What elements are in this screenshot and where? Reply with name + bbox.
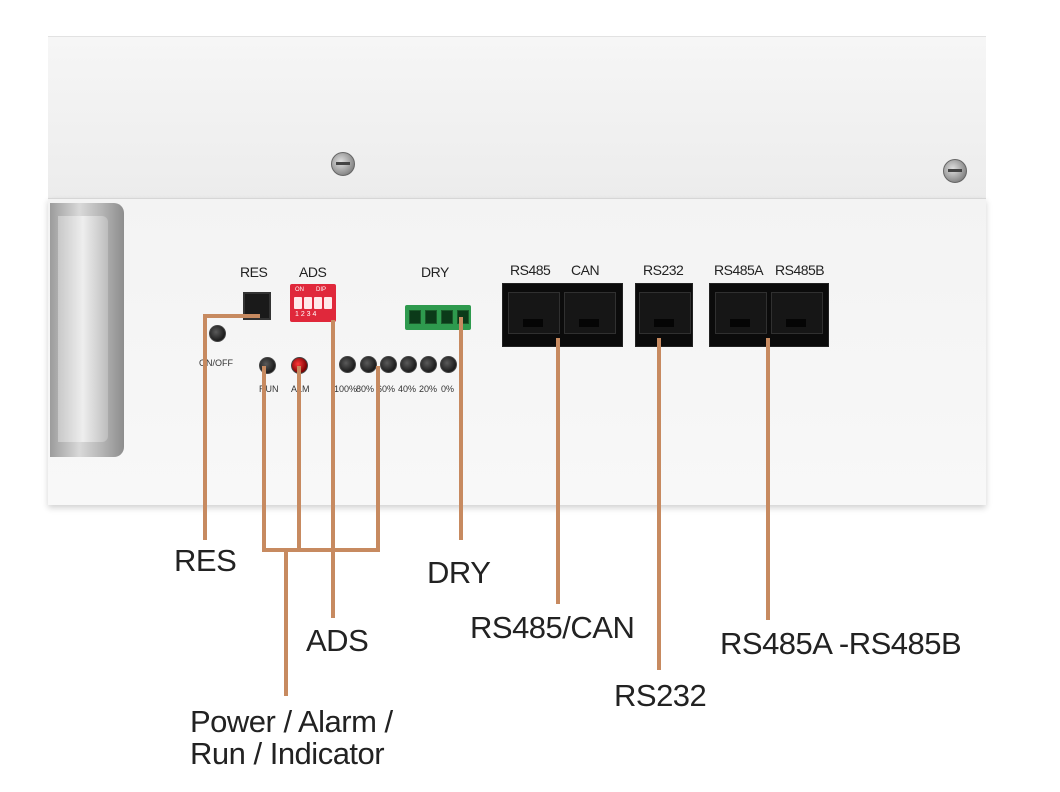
soc-label: 100% [334, 384, 358, 394]
leader-line [262, 548, 380, 552]
soc-led [440, 356, 457, 373]
soc-led [400, 356, 417, 373]
can-silk-label: CAN [571, 262, 600, 278]
rs485-silk-label: RS485 [510, 262, 551, 278]
can-jack[interactable] [564, 292, 616, 334]
soc-label: 80% [356, 384, 375, 394]
power-switch-label: ON/OFF [199, 358, 233, 368]
dry-pin [409, 310, 421, 324]
soc-led [360, 356, 377, 373]
dry-silk-label: DRY [421, 264, 449, 280]
callout-power-alarm-run: Power / Alarm / Run / Indicator [190, 706, 393, 770]
rs232-silk-label: RS232 [643, 262, 684, 278]
callout-dry: DRY [427, 555, 491, 590]
leader-line [203, 314, 207, 540]
leader-line [256, 314, 260, 318]
leader-line [262, 366, 266, 552]
rs485-jack[interactable] [508, 292, 560, 334]
ads-dip-switch[interactable]: ON DIP 1 2 3 4 [290, 284, 336, 322]
rs485b-silk-label: RS485B [775, 262, 825, 278]
soc-label: 60% [377, 384, 396, 394]
dip-on-label: ON [295, 287, 304, 293]
dip-toggle[interactable] [314, 297, 322, 309]
ads-silk-label: ADS [299, 264, 327, 280]
dry-pin [425, 310, 437, 324]
soc-led [339, 356, 356, 373]
device-front-panel [48, 198, 986, 505]
leader-line [556, 338, 560, 604]
leader-line [331, 320, 335, 618]
panel-handle-inner [58, 216, 108, 442]
res-silk-label: RES [240, 264, 268, 280]
callout-rs485a-b: RS485A -RS485B [720, 626, 962, 661]
leader-line [459, 317, 463, 540]
callout-power-line1: Power / Alarm / [190, 704, 393, 739]
device-top-panel [48, 36, 986, 199]
callout-power-line2: Run / Indicator [190, 736, 385, 771]
rs232-jack[interactable] [639, 292, 691, 334]
rs485a-silk-label: RS485A [714, 262, 764, 278]
callout-ads: ADS [306, 623, 369, 658]
rs485ab-port-block [709, 283, 829, 347]
soc-label: 40% [398, 384, 417, 394]
leader-line [284, 548, 288, 696]
soc-led [380, 356, 397, 373]
leader-line [376, 366, 380, 552]
run-led-label: RUN [259, 384, 279, 394]
soc-led [420, 356, 437, 373]
rs485a-jack[interactable] [715, 292, 767, 334]
dip-dip-label: DIP [316, 287, 327, 293]
screw-right-icon [943, 159, 967, 183]
dip-toggle[interactable] [294, 297, 302, 309]
dip-toggle[interactable] [304, 297, 312, 309]
callout-res: RES [174, 543, 237, 578]
screw-left-icon [331, 152, 355, 176]
leader-line [203, 314, 260, 318]
rs485-can-port-block [502, 283, 623, 347]
power-switch[interactable] [209, 325, 226, 342]
callout-rs232: RS232 [614, 678, 707, 713]
dry-pin [441, 310, 453, 324]
soc-label: 20% [419, 384, 438, 394]
soc-label: 0% [441, 384, 455, 394]
dip-numbers: 1 2 3 4 [295, 311, 317, 318]
leader-line [766, 338, 770, 620]
rs485b-jack[interactable] [771, 292, 823, 334]
leader-line [657, 338, 661, 670]
dip-toggle[interactable] [324, 297, 332, 309]
leader-line [297, 366, 301, 552]
rs232-port-block [635, 283, 693, 347]
callout-rs485-can: RS485/CAN [470, 610, 635, 645]
